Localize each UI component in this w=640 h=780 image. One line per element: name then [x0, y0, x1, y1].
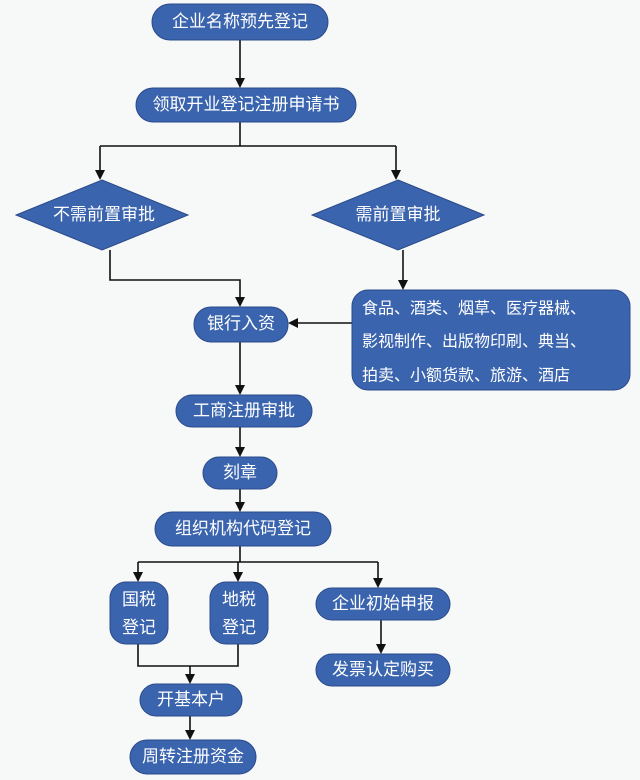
label-seal-engraving: 刻章: [223, 463, 257, 483]
node-business-registration: 工商注册审批: [175, 394, 313, 428]
label-initial-declaration: 企业初始申报: [332, 594, 434, 614]
node-basic-account: 开基本户: [139, 683, 243, 717]
label-get-application: 领取开业登记注册申请书: [153, 95, 340, 115]
label-org-code-registration: 组织机构代码登记: [175, 519, 311, 539]
node-national-tax: 国税 登记: [109, 581, 169, 645]
node-capital-turnover: 周转注册资金: [129, 739, 257, 775]
node-initial-declaration: 企业初始申报: [315, 587, 451, 621]
label-local-tax-line1: 地税: [222, 590, 256, 610]
label-needs-preapproval: 需前置审批: [356, 205, 441, 225]
edge-taxes-merge: [137, 644, 239, 667]
label-national-tax-line2: 登记: [122, 618, 156, 638]
label-industries-line2: 影视制作、出版物印刷、典当、: [362, 332, 586, 351]
node-name-preregistration: 企业名称预先登记: [151, 3, 329, 41]
label-invoice-purchase: 发票认定购买: [332, 660, 434, 680]
label-national-tax-line1: 国税: [122, 590, 156, 610]
label-industries-line3: 拍卖、小额货款、旅游、酒店: [362, 366, 570, 385]
node-local-tax: 地税 登记: [209, 581, 269, 645]
label-bank-deposit: 银行入资: [207, 314, 275, 334]
label-name-preregistration: 企业名称预先登记: [172, 12, 308, 32]
node-needs-preapproval: 需前置审批: [310, 179, 486, 251]
label-basic-account: 开基本户: [157, 690, 225, 710]
connectors: [95, 40, 408, 740]
label-industries-line1: 食品、酒类、烟草、医疗器械、: [362, 299, 586, 318]
node-no-preapproval: 不需前置审批: [14, 179, 190, 251]
label-business-registration: 工商注册审批: [193, 401, 295, 421]
node-org-code-registration: 组织机构代码登记: [154, 511, 332, 547]
edge-no-preapproval-to-bank: [109, 250, 245, 307]
node-preapproval-industries: 食品、酒类、烟草、医疗器械、 影视制作、出版物印刷、典当、 拍卖、小额货款、旅游…: [351, 289, 631, 391]
node-bank-deposit: 银行入资: [193, 306, 289, 343]
label-local-tax-line2: 登记: [222, 618, 256, 638]
node-get-application: 领取开业登记注册申请书: [135, 87, 357, 123]
node-invoice-purchase: 发票认定购买: [315, 653, 451, 687]
node-seal-engraving: 刻章: [202, 456, 278, 490]
label-no-preapproval: 不需前置审批: [53, 205, 155, 225]
label-capital-turnover: 周转注册资金: [142, 747, 244, 767]
